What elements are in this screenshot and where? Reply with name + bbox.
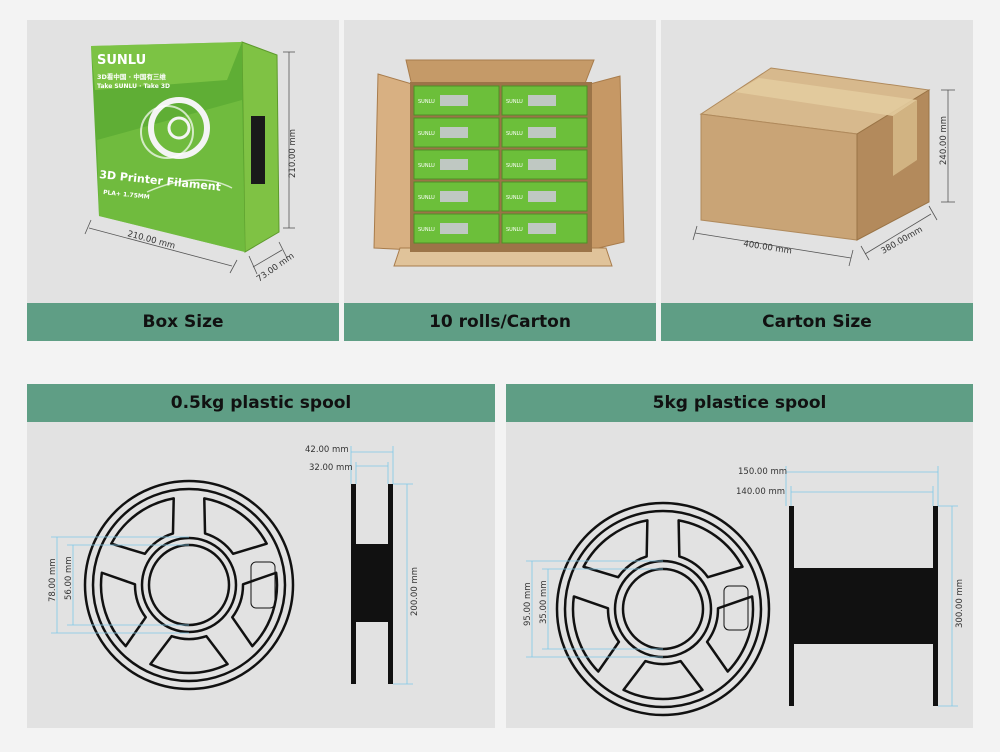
small-hub-outer-label: 78.00 mm [48,558,58,602]
small-spool-front-view [83,479,295,691]
spool-window [705,595,755,673]
carton-size-caption: Carton Size [661,303,973,341]
filament-box-label: SUNLU [506,131,523,137]
large-spool-front-view [555,501,771,717]
filament-box: SUNLU [501,85,588,116]
large-spool-panel: 95.00 mm 35.00 mm 150.00 mm 140.00 mm 30… [506,422,973,728]
spool-window [99,571,147,648]
filament-box: SUNLU [413,85,500,116]
small-spool-title: 0.5kg plastic spool [27,384,495,422]
box-tagline-en: Take SUNLU · Take 3D [97,83,170,90]
small-hub-inner-label: 56.00 mm [64,556,74,600]
small-spool-panel: 78.00 mm 56.00 mm 42.00 mm 32.00 mm 200.… [27,422,495,728]
box-size-illustration: SUNLU 3D看中国 · 中国有三维 Take SUNLU · Take 3D… [84,41,298,284]
spool-window [203,497,268,556]
box-tagline-cn: 3D看中国 · 中国有三维 [97,72,166,81]
rolls-carton-illustration: SUNLU SUNLU SUNLU SUNLU SUNLU SUNLU SUNLU SUNLU… [373,59,625,267]
filament-box: SUNLU [501,213,588,244]
filament-box-label: SUNLU [418,131,435,137]
carton-length-label: 400.00 mm [743,239,793,257]
filament-box-label: SUNLU [418,195,435,201]
small-inner-width-label: 32.00 mm [309,463,353,473]
filament-box: SUNLU [413,213,500,244]
rolls-carton-caption: 10 rolls/Carton [344,303,656,341]
filament-box-label: SUNLU [506,163,523,169]
large-spool-title: 5kg plastice spool [506,384,973,422]
large-hub-outer-label: 95.00 mm [523,582,533,626]
box-brand: SUNLU [97,53,146,68]
large-inner-width-label: 140.00 mm [736,487,785,497]
small-spool-side-view [351,484,393,684]
carton-height-label: 240.00 mm [939,116,949,165]
filament-box: SUNLU [413,149,500,180]
carton-size-panel: 240.00 mm 400.00 mm 380.00mm [661,20,973,303]
filament-box-label: SUNLU [418,227,435,233]
filament-box: SUNLU [413,181,500,212]
large-hub-inner-label: 35.00 mm [539,580,549,624]
filament-box-label: SUNLU [506,99,523,105]
box-height-label: 210.00 mm [288,129,298,178]
spool-window [677,519,744,579]
large-spool-side-view [789,506,938,706]
spool-window [110,497,175,556]
large-outer-width-label: 150.00 mm [738,467,787,477]
filament-box: SUNLU [501,149,588,180]
box-depth-label: 73.00 mm [255,251,296,284]
filament-box-label: SUNLU [418,163,435,169]
filament-box: SUNLU [501,117,588,148]
spool-window [149,634,229,675]
rolls-carton-panel: SUNLU SUNLU SUNLU SUNLU SUNLU SUNLU SUNLU SUNLU… [344,20,656,303]
large-diameter-label: 300.00 mm [955,579,965,628]
spool-window [231,571,279,648]
filament-box-label: SUNLU [418,99,435,105]
filament-box-label: SUNLU [506,195,523,201]
filament-box-label: SUNLU [506,227,523,233]
small-outer-width-label: 42.00 mm [305,445,349,455]
spool-window [571,595,621,673]
small-diameter-label: 200.00 mm [410,567,420,616]
large-spool-drawing: 95.00 mm 35.00 mm 150.00 mm 140.00 mm 30… [523,466,965,717]
small-spool-drawing: 78.00 mm 56.00 mm 42.00 mm 32.00 mm 200.… [48,445,420,691]
carton-illustration: 240.00 mm 400.00 mm 380.00mm [692,67,955,267]
box-size-panel: SUNLU 3D看中国 · 中国有三维 Take SUNLU · Take 3D… [27,20,339,303]
box-size-caption: Box Size [27,303,339,341]
spool-window [622,659,704,701]
box-spec-line: PLA+ 1.75MM [103,189,150,201]
filament-box: SUNLU [413,117,500,148]
filament-box: SUNLU [501,181,588,212]
